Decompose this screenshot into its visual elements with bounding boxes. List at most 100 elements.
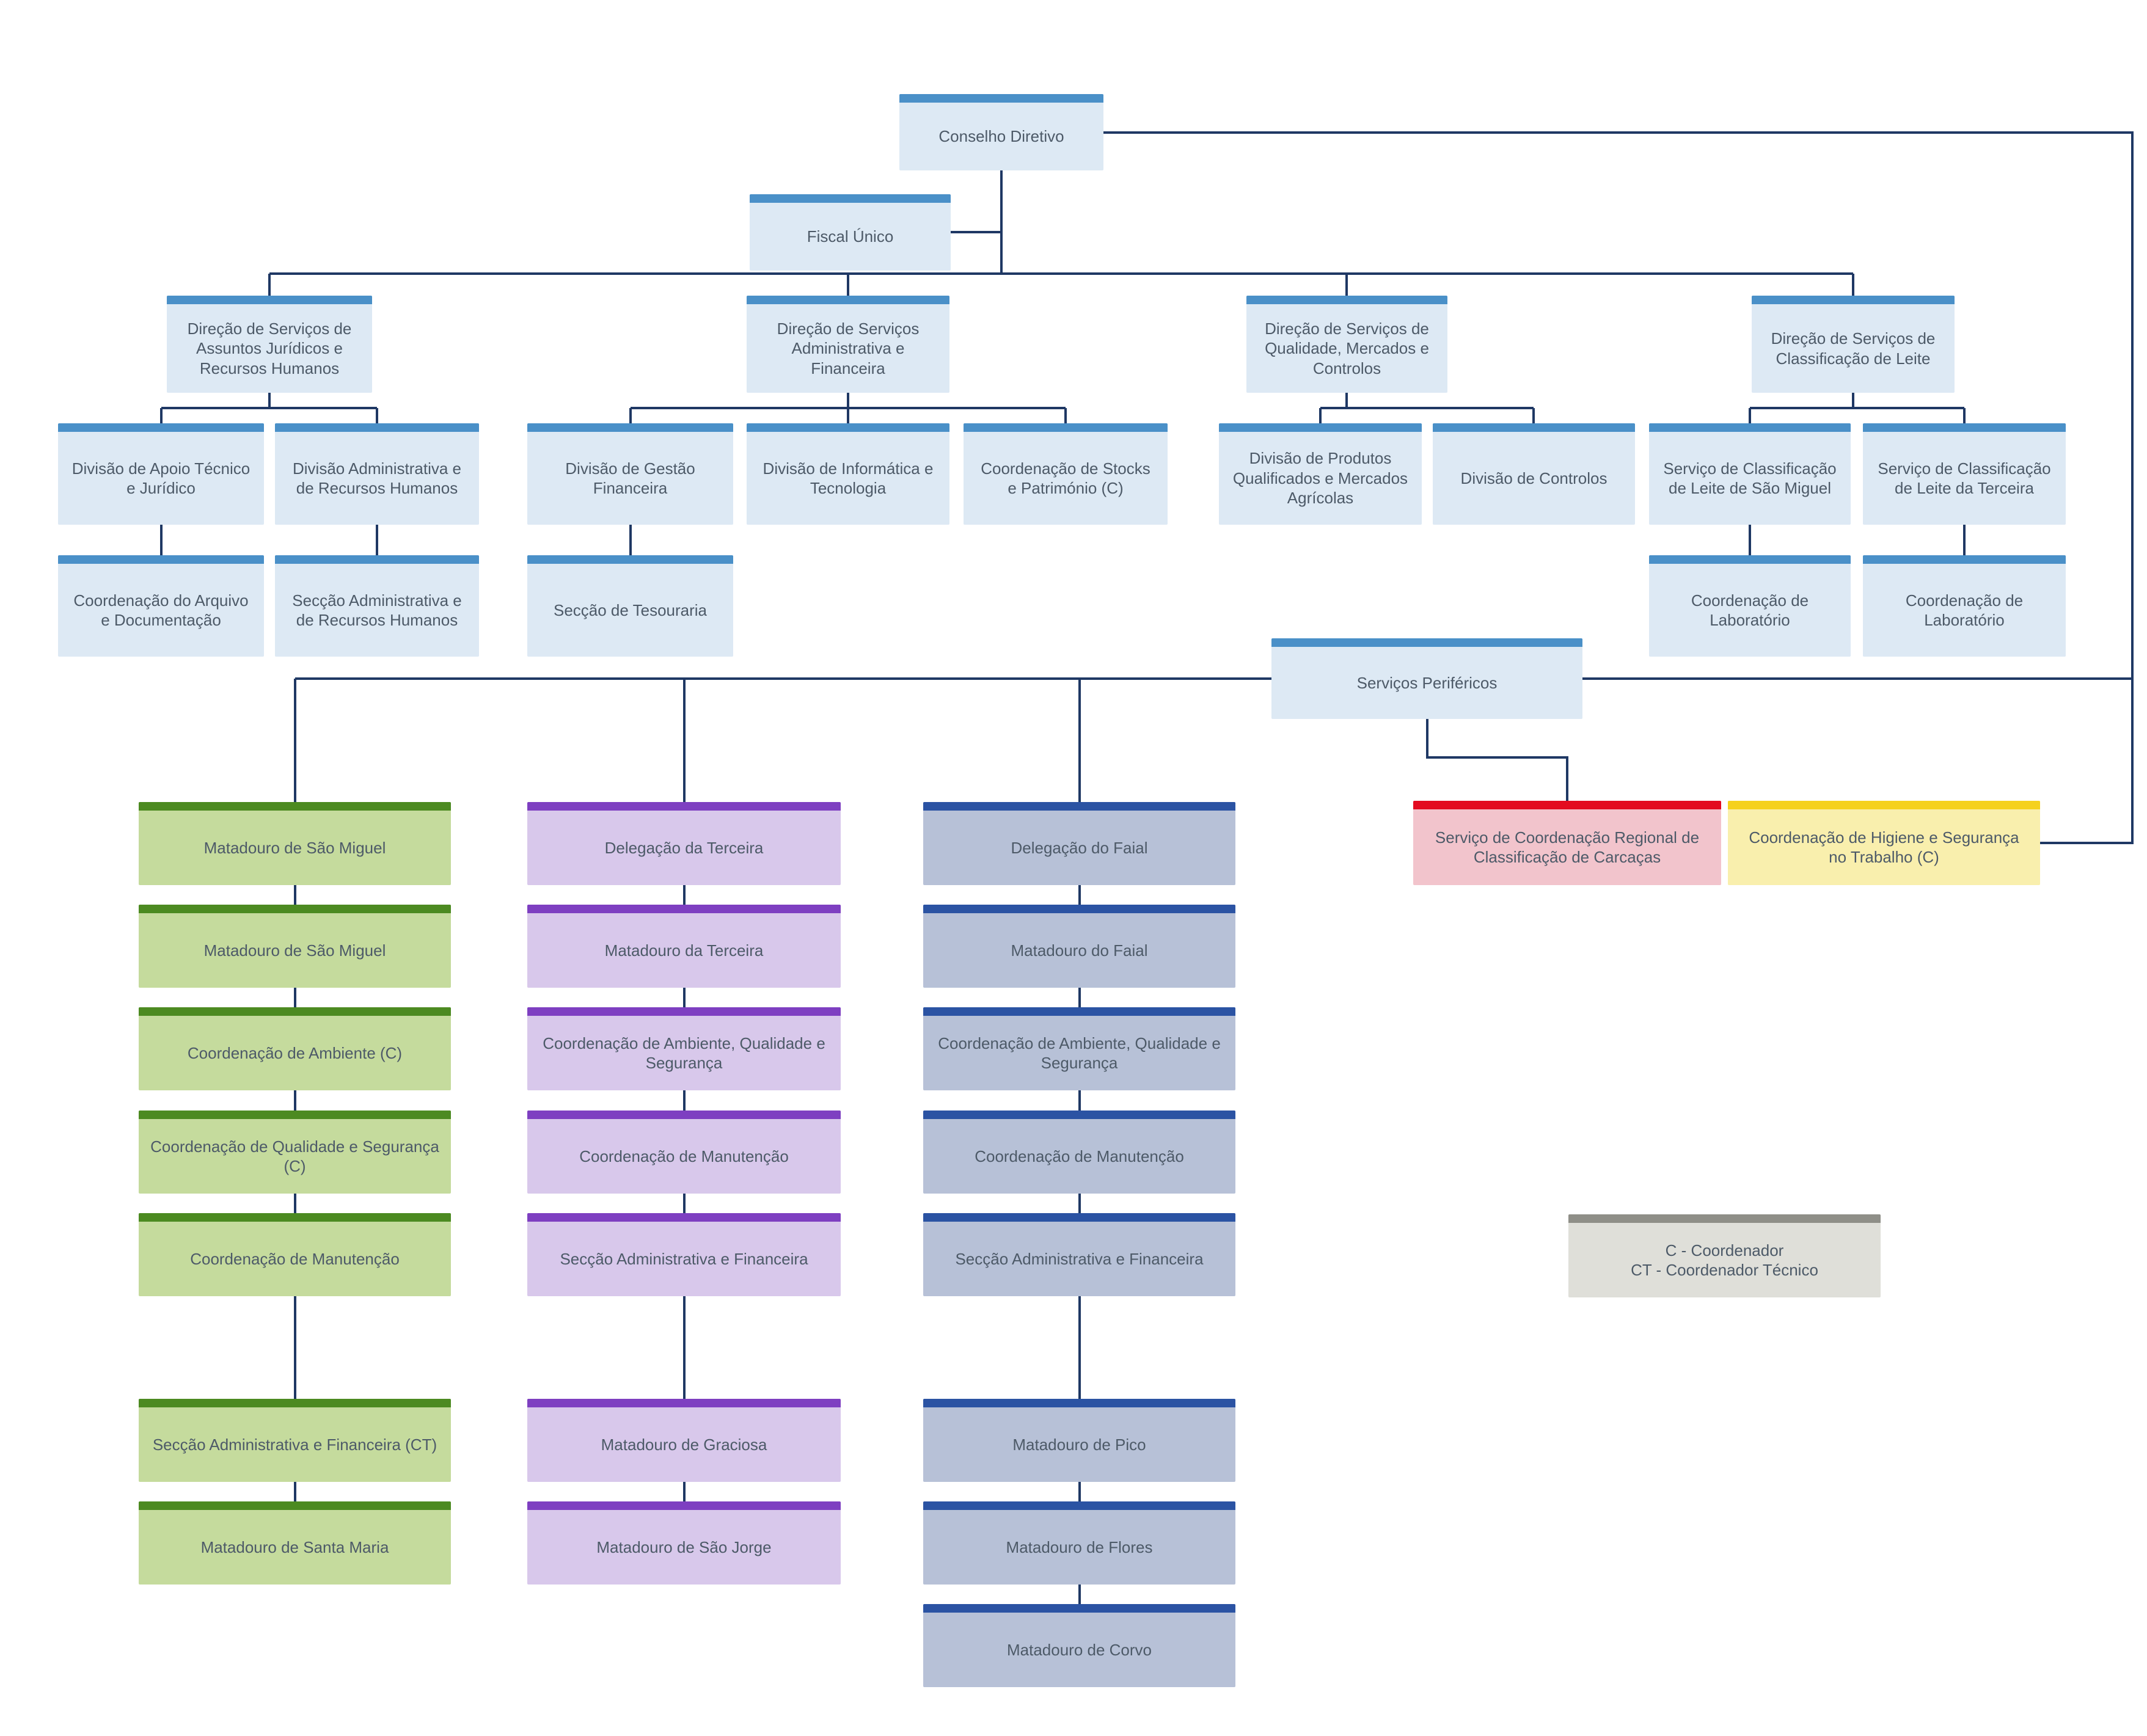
legend: C - Coordenador CT - Coordenador Técnico xyxy=(1568,1214,1881,1297)
accent-bar xyxy=(527,1399,841,1407)
node-divisao-apoio-tecnico-juridico: Divisão de Apoio Técnico e Jurídico xyxy=(58,423,264,525)
node-seccao-admin-financeira-faial: Secção Administrativa e Financeira xyxy=(923,1213,1235,1296)
node-label: Fiscal Único xyxy=(806,227,894,246)
accent-bar xyxy=(1433,423,1635,432)
accent-bar xyxy=(527,1213,841,1222)
accent-bar xyxy=(1219,423,1422,432)
node-matadouro-sao-miguel: Matadouro de São Miguel xyxy=(139,905,451,988)
accent-bar xyxy=(1246,296,1447,304)
node-delegacao-terceira: Delegação da Terceira xyxy=(527,802,841,885)
node-coordenacao-laboratorio-sao-miguel: Coordenação de Laboratório xyxy=(1649,555,1851,657)
node-label: Matadouro de Corvo xyxy=(1006,1640,1152,1659)
node-direcao-classificacao-leite: Direção de Serviços de Classificação de … xyxy=(1752,296,1955,393)
node-label: Coordenação de Stocks e Património (C) xyxy=(981,459,1150,498)
accent-bar xyxy=(1752,296,1955,304)
node-coordenacao-manutencao-faial: Coordenação de Manutenção xyxy=(923,1111,1235,1194)
node-label: Secção Administrativa e Financeira (CT) xyxy=(152,1435,437,1454)
accent-bar xyxy=(527,1501,841,1510)
accent-bar xyxy=(527,905,841,913)
node-matadouro-flores: Matadouro de Flores xyxy=(923,1501,1235,1585)
node-seccao-admin-financeira-terceira: Secção Administrativa e Financeira xyxy=(527,1213,841,1296)
node-label: Direção de Serviços de Classificação de … xyxy=(1771,329,1936,368)
accent-bar xyxy=(923,802,1235,811)
accent-bar xyxy=(747,423,949,432)
accent-bar xyxy=(964,423,1168,432)
node-label: Matadouro de São Miguel xyxy=(203,941,386,960)
node-coordenacao-ambiente-qualidade-faial: Coordenação de Ambiente, Qualidade e Seg… xyxy=(923,1007,1235,1090)
accent-bar xyxy=(139,802,451,811)
node-label: Coordenação de Laboratório xyxy=(1905,591,2024,630)
node-matadouro-graciosa: Matadouro de Graciosa xyxy=(527,1399,841,1482)
node-servico-leite-terceira: Serviço de Classificação de Leite da Ter… xyxy=(1863,423,2066,525)
node-direcao-qualidade-mercados: Direção de Serviços de Qualidade, Mercad… xyxy=(1246,296,1447,393)
node-label: Secção de Tesouraria xyxy=(553,600,707,619)
accent-bar xyxy=(1413,801,1721,809)
node-label: Matadouro de Pico xyxy=(1012,1435,1146,1454)
accent-bar xyxy=(923,1007,1235,1016)
node-matadouro-corvo: Matadouro de Corvo xyxy=(923,1604,1235,1687)
node-label: Delegação da Terceira xyxy=(604,838,764,857)
node-label: Divisão de Produtos Qualificados e Merca… xyxy=(1232,449,1408,508)
legend-line-coordenador: C - Coordenador xyxy=(1665,1241,1784,1260)
node-matadouro-terceira: Matadouro da Terceira xyxy=(527,905,841,988)
node-servicos-perifericos: Serviços Periféricos xyxy=(1271,638,1582,719)
node-coordenacao-stocks-patrimonio: Coordenação de Stocks e Património (C) xyxy=(964,423,1168,525)
accent-bar xyxy=(139,1399,451,1407)
node-matadouro-sao-miguel-header: Matadouro de São Miguel xyxy=(139,802,451,885)
node-divisao-controlos: Divisão de Controlos xyxy=(1433,423,1635,525)
accent-bar xyxy=(923,1111,1235,1119)
accent-bar xyxy=(923,1501,1235,1510)
accent-bar xyxy=(58,555,264,564)
node-label: Delegação do Faial xyxy=(1011,838,1148,857)
node-label: Matadouro da Terceira xyxy=(604,941,764,960)
node-label: Serviço de Coordenação Regional de Class… xyxy=(1435,828,1700,867)
accent-bar xyxy=(139,1007,451,1016)
node-label: Coordenação de Qualidade e Segurança (C) xyxy=(150,1137,439,1176)
accent-bar xyxy=(1728,801,2040,809)
node-label: Divisão de Gestão Financeira xyxy=(565,459,695,498)
accent-bar xyxy=(1568,1214,1881,1223)
node-label: Matadouro de Graciosa xyxy=(601,1435,767,1454)
accent-bar xyxy=(275,555,479,564)
node-coordenacao-laboratorio-terceira: Coordenação de Laboratório xyxy=(1863,555,2066,657)
node-matadouro-faial: Matadouro do Faial xyxy=(923,905,1235,988)
node-coordenacao-qualidade-seguranca-sm: Coordenação de Qualidade e Segurança (C) xyxy=(139,1111,451,1194)
legend-text: C - Coordenador CT - Coordenador Técnico xyxy=(1579,1241,1870,1280)
node-label: Matadouro de São Jorge xyxy=(596,1537,772,1556)
node-coordenacao-manutencao-sm: Coordenação de Manutenção xyxy=(139,1213,451,1296)
node-label: Serviço de Classificação de Leite de São… xyxy=(1663,459,1837,498)
node-seccao-administrativa-rh: Secção Administrativa e de Recursos Huma… xyxy=(275,555,479,657)
node-coordenacao-higiene-seguranca: Coordenação de Higiene e Segurança no Tr… xyxy=(1728,801,2040,885)
accent-bar xyxy=(923,1213,1235,1222)
node-direcao-admin-financeira: Direção de Serviços Administrativa e Fin… xyxy=(747,296,949,393)
node-label: Matadouro do Faial xyxy=(1011,941,1148,960)
node-matadouro-sao-jorge: Matadouro de São Jorge xyxy=(527,1501,841,1585)
node-label: Matadouro de São Miguel xyxy=(203,838,386,857)
accent-bar xyxy=(750,194,951,203)
node-matadouro-santa-maria: Matadouro de Santa Maria xyxy=(139,1501,451,1585)
accent-bar xyxy=(527,555,733,564)
accent-bar xyxy=(139,1501,451,1510)
node-coordenacao-ambiente-qualidade-terceira: Coordenação de Ambiente, Qualidade e Seg… xyxy=(527,1007,841,1090)
node-label: Coordenação de Ambiente, Qualidade e Seg… xyxy=(543,1034,825,1073)
node-direcao-juridicos-rh: Direção de Serviços de Assuntos Jurídico… xyxy=(167,296,372,393)
node-label: Conselho Diretivo xyxy=(938,127,1064,146)
node-label: Matadouro de Flores xyxy=(1006,1537,1153,1556)
node-label: Divisão de Controlos xyxy=(1460,469,1608,487)
node-divisao-produtos-qualificados: Divisão de Produtos Qualificados e Merca… xyxy=(1219,423,1422,525)
node-label: Serviço de Classificação de Leite da Ter… xyxy=(1878,459,2051,498)
node-label: Coordenação de Manutenção xyxy=(190,1249,400,1268)
node-label: Direção de Serviços Administrativa e Fin… xyxy=(777,319,920,377)
accent-bar xyxy=(275,423,479,432)
node-divisao-informatica-tecnologia: Divisão de Informática e Tecnologia xyxy=(747,423,949,525)
accent-bar xyxy=(139,1111,451,1119)
node-label: Divisão de Apoio Técnico e Jurídico xyxy=(71,459,251,498)
accent-bar xyxy=(899,94,1103,103)
accent-bar xyxy=(58,423,264,432)
node-label: Divisão Administrativa e de Recursos Hum… xyxy=(293,459,461,498)
accent-bar xyxy=(527,423,733,432)
node-coordenacao-arquivo-documentacao: Coordenação do Arquivo e Documentação xyxy=(58,555,264,657)
node-label: Coordenação de Ambiente, Qualidade e Seg… xyxy=(938,1034,1221,1073)
